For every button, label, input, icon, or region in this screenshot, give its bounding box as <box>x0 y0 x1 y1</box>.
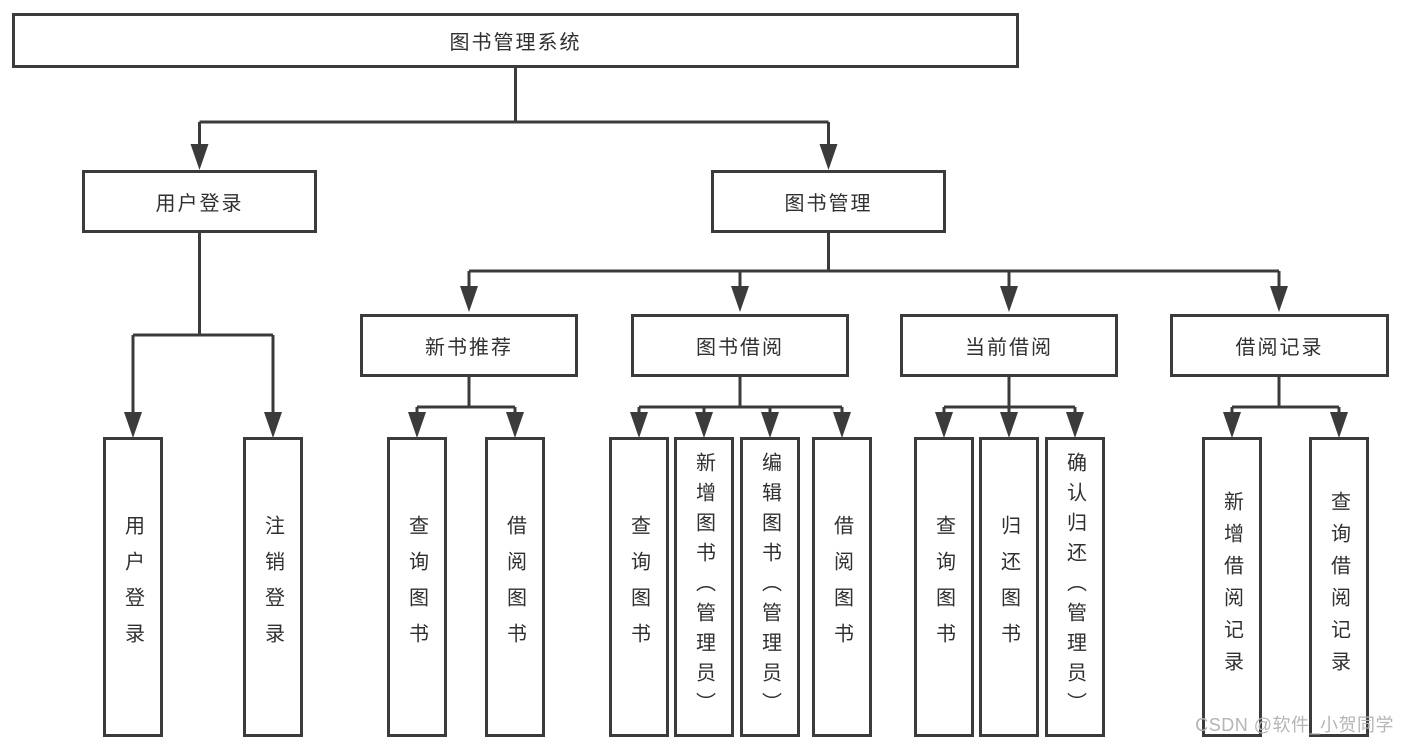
node-leaf-logout: 注销登录 <box>243 437 303 737</box>
node-leaf-query-borrow-record: 查询借阅记录 <box>1309 437 1369 737</box>
node-book-management-branch: 图书管理 <box>711 170 946 233</box>
node-leaf-user-login: 用户登录 <box>103 437 163 737</box>
node-leaf-add-borrow-record: 新增借阅记录 <box>1202 437 1262 737</box>
node-leaf-confirm-return-admin: 确认归还（管理员） <box>1045 437 1105 737</box>
node-leaf-edit-book-admin: 编辑图书（管理员） <box>740 437 800 737</box>
node-current-borrowing: 当前借阅 <box>900 314 1118 377</box>
node-leaf-borrow-books-recommend: 借阅图书 <box>485 437 545 737</box>
node-leaf-query-books-current: 查询图书 <box>914 437 974 737</box>
node-leaf-query-books-borrowing: 查询图书 <box>609 437 669 737</box>
node-borrowing-records: 借阅记录 <box>1170 314 1389 377</box>
node-leaf-add-book-admin: 新增图书（管理员） <box>674 437 734 737</box>
node-library-management-system: 图书管理系统 <box>12 13 1019 68</box>
node-leaf-borrow-books: 借阅图书 <box>812 437 872 737</box>
node-leaf-query-books-recommend: 查询图书 <box>387 437 447 737</box>
node-new-book-recommend: 新书推荐 <box>360 314 578 377</box>
node-book-borrowing: 图书借阅 <box>631 314 849 377</box>
node-user-login-branch: 用户登录 <box>82 170 317 233</box>
csdn-watermark: CSDN @软件_小贺同学 <box>1195 715 1394 735</box>
node-leaf-return-book: 归还图书 <box>979 437 1039 737</box>
